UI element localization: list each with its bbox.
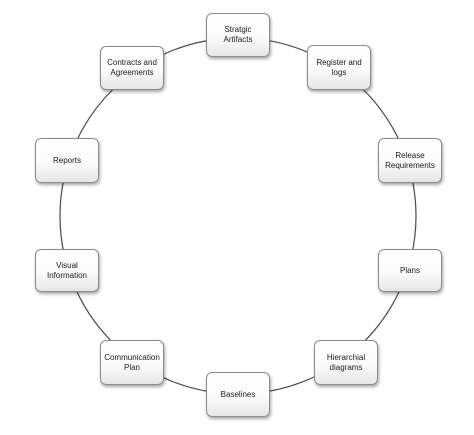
node-label: Contracts and Agreements [107,58,157,77]
node-label: Plans [399,265,420,275]
node-contracts-and-agreements: Contracts and Agreements [100,46,164,90]
node-visual-information: Visual Information [35,249,99,292]
node-baselines: Baselines [206,372,270,417]
node-hierarchial-diagrams: Hierarchial diagrams [314,340,378,385]
node-label: Visual Information [46,260,88,280]
node-label: Baselines [220,389,256,399]
node-register-and-logs: Register and logs [307,45,371,90]
node-label: Release Requirements [385,150,435,170]
node-communication-plan: Communication Plan [100,340,164,385]
node-plans: Plans [378,249,442,292]
node-reports: Reports [35,138,99,183]
node-strategic-artifacts: Stratgic Artifacts [206,13,270,57]
node-label: Reports [52,155,81,165]
node-label: Stratgic Artifacts [223,25,253,44]
node-label: Communication Plan [104,352,160,372]
node-release-requirements: Release Requirements [378,138,442,183]
node-label: Hierarchial diagrams [326,352,366,372]
node-label: Register and logs [316,57,362,77]
